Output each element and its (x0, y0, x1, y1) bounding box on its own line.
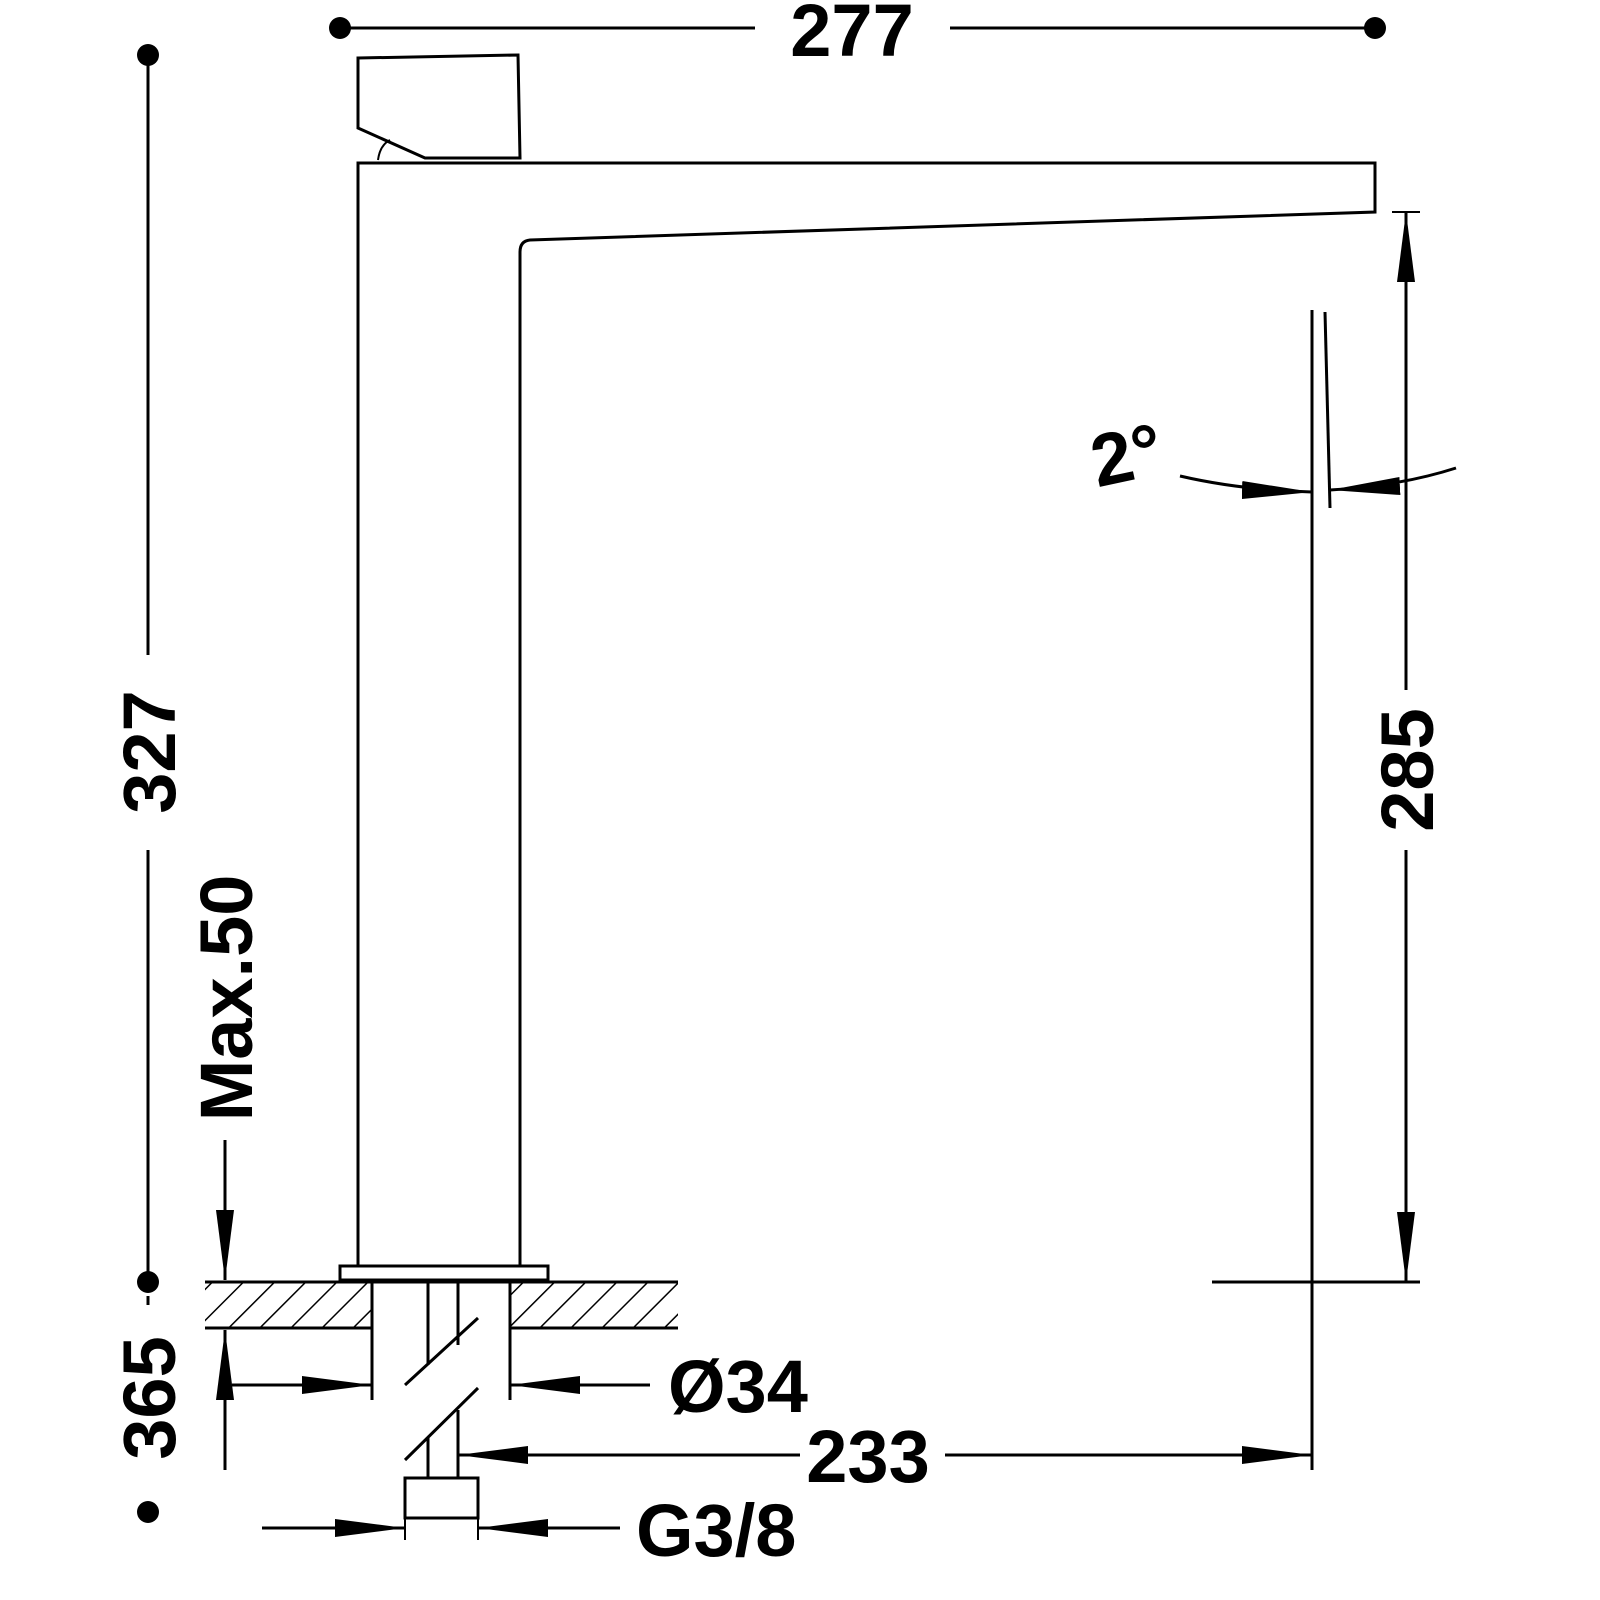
label-max-50: Max.50 (185, 875, 268, 1122)
countertop-section (205, 1280, 678, 1330)
dimension-angle: 2° (1083, 311, 1457, 509)
dimension-overall-height: 327 (108, 44, 191, 1293)
faucet-body (338, 53, 1377, 1282)
dimension-overall-width: 277 (329, 0, 1386, 72)
dimension-max-counter: Max.50 (185, 875, 268, 1470)
label-233: 233 (806, 1415, 929, 1498)
label-diameter-34: Ø34 (668, 1345, 808, 1428)
dimension-connection: G3/8 (262, 1489, 796, 1572)
label-285: 285 (1366, 708, 1449, 831)
dimension-diameter: Ø34 (232, 1345, 808, 1428)
label-2-degrees: 2° (1083, 407, 1169, 503)
label-277: 277 (790, 0, 913, 72)
supply-pipe (370, 1282, 512, 1540)
dimension-total-height: 365 (108, 1296, 191, 1523)
dimension-spout-height: 285 (1212, 211, 1449, 1470)
label-365: 365 (108, 1336, 191, 1459)
dimension-reach: 233 (458, 1415, 1312, 1498)
label-327: 327 (108, 690, 191, 813)
label-g3-8: G3/8 (636, 1489, 796, 1572)
handle (356, 53, 522, 160)
